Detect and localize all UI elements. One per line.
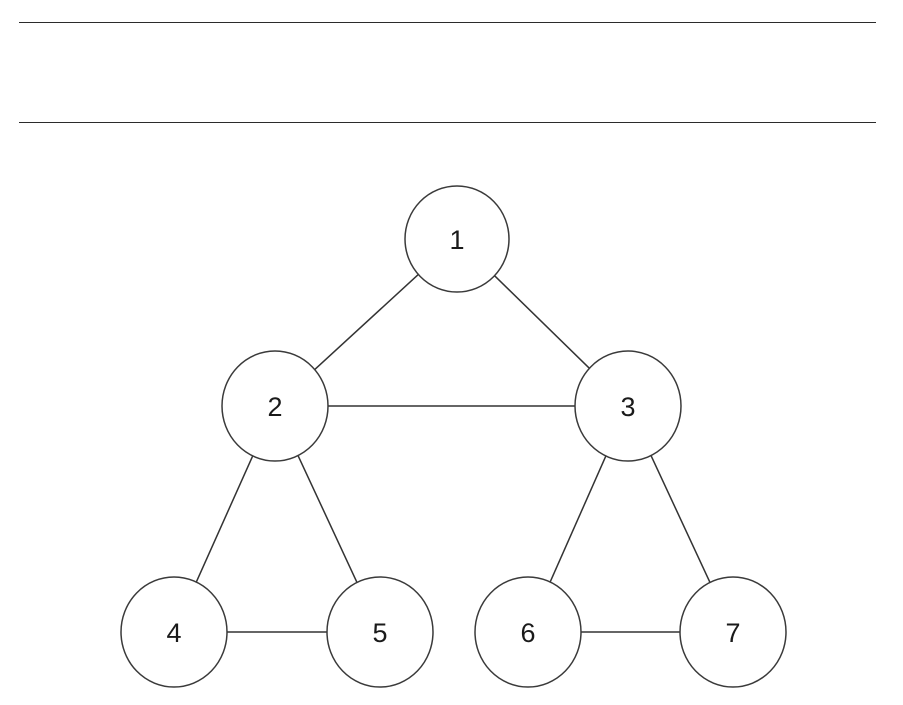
- graph-node-5[interactable]: 5: [326, 576, 434, 688]
- graph-node-label-5: 5: [372, 618, 387, 648]
- graph-node-4[interactable]: 4: [120, 576, 228, 688]
- graph-node-2[interactable]: 2: [221, 350, 329, 462]
- graph-edge-2-4: [195, 455, 254, 583]
- graph-node-shape-6: [474, 576, 582, 688]
- graph-node-label-3: 3: [620, 392, 635, 422]
- graph-node-6[interactable]: 6: [474, 576, 582, 688]
- graph-node-shape-4: [120, 576, 228, 688]
- graph-nodes-layer: 1 2 3 4 5 6 7: [120, 185, 787, 688]
- header-rule-top: [19, 22, 876, 23]
- graph-node-shape-5: [326, 576, 434, 688]
- graph-node-3[interactable]: 3: [574, 350, 682, 462]
- graph-node-1[interactable]: 1: [404, 185, 510, 293]
- graph-node-label-1: 1: [449, 225, 464, 255]
- graph-node-label-2: 2: [267, 392, 282, 422]
- header-rule-bottom: [19, 122, 876, 123]
- graph-edge-1-3: [494, 275, 590, 369]
- graph-edge-3-6: [549, 455, 607, 583]
- graph-edge-3-7: [650, 455, 711, 583]
- graph-node-7[interactable]: 7: [679, 576, 787, 688]
- graph-node-shape-3: [574, 350, 682, 462]
- graph-node-shape-1: [404, 185, 510, 293]
- graph-node-shape-2: [221, 350, 329, 462]
- graph-edges-layer: [195, 273, 711, 633]
- graph-node-label-7: 7: [725, 618, 740, 648]
- graph-node-shape-7: [679, 576, 787, 688]
- graph-edge-1-2: [314, 273, 419, 371]
- graph-edge-2-5: [297, 455, 358, 583]
- graph-node-label-6: 6: [520, 618, 535, 648]
- graph-node-label-4: 4: [166, 618, 181, 648]
